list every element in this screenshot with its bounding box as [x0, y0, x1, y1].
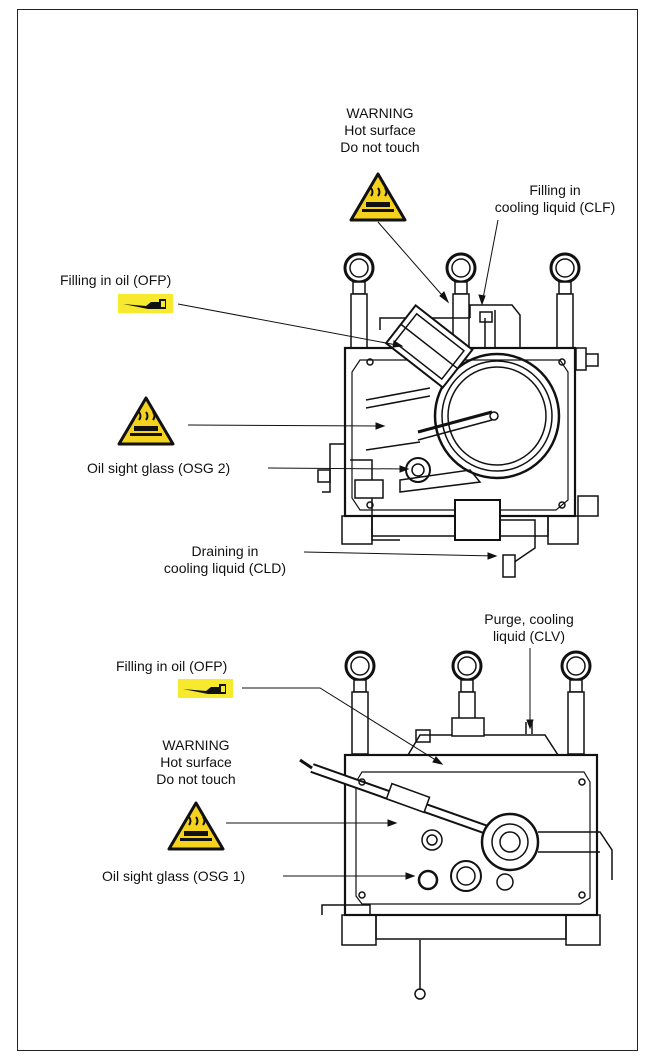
top-ofp-label: Filling in oil (OFP): [60, 272, 172, 288]
bottom-warning-label: WARNING Hot surface Do not touch: [156, 737, 236, 787]
oil-can-icon: [118, 294, 173, 313]
top-cld-label: Draining in cooling liquid (CLD): [163, 543, 287, 576]
pump-bottom-view: [299, 650, 613, 1000]
hot-surface-warning-icon: [349, 172, 407, 222]
bottom-osg-label: Oil sight glass (OSG 1): [102, 868, 246, 884]
top-warning-label: WARNING Hot surface Do not touch: [340, 105, 420, 155]
bottom-clv-label: Purge, cooling liquid (CLV): [484, 611, 574, 644]
pump-top-view: [317, 252, 599, 578]
hot-surface-warning-icon: [167, 801, 225, 851]
page-frame: [17, 9, 638, 1051]
bottom-ofp-label: Filling in oil (OFP): [116, 658, 228, 674]
top-osg-label: Oil sight glass (OSG 2): [87, 460, 231, 476]
oil-can-icon: [178, 679, 233, 698]
hot-surface-warning-icon: [117, 396, 175, 446]
top-clf-label: Filling in cooling liquid (CLF): [494, 182, 616, 215]
